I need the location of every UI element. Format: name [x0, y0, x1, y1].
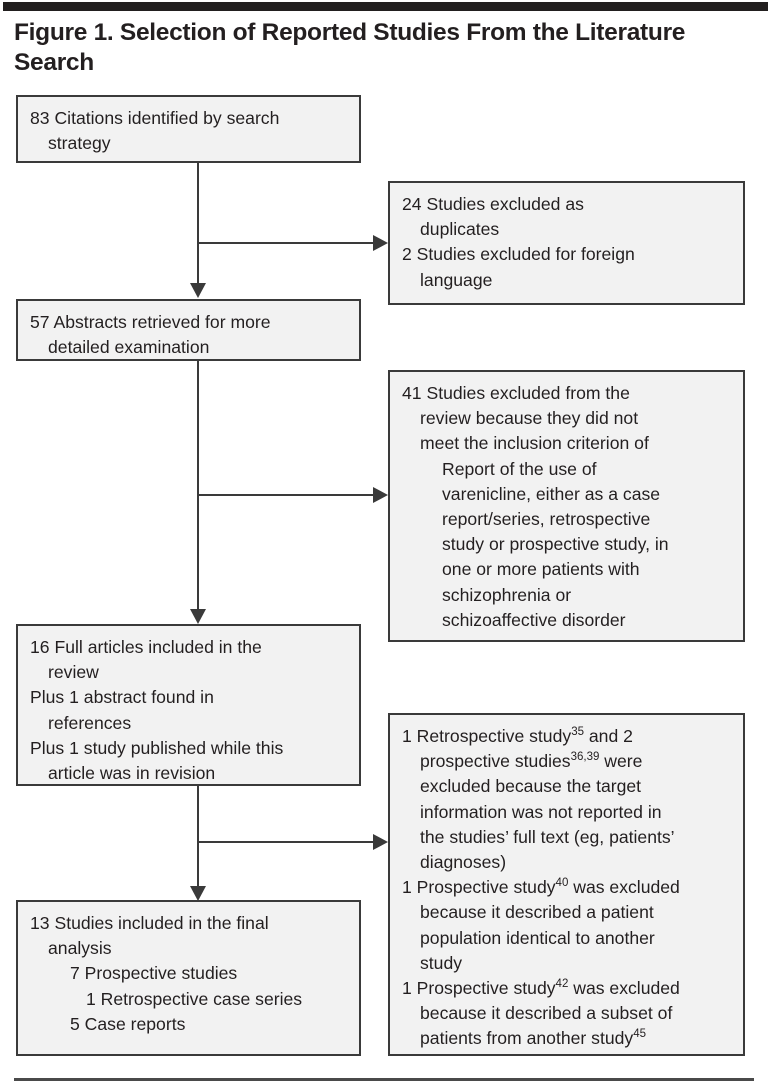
- flow-node-line: 83 Citations identified by search: [30, 108, 280, 128]
- flow-node-line: review: [48, 662, 99, 683]
- flow-node-line: Plus 1 study published while this: [30, 737, 284, 758]
- reference-superscript: 45: [633, 1028, 646, 1041]
- flow-node-line: excluded because the target: [420, 776, 642, 797]
- flow-node-excluded-inclusion-criterion: 41 Studies excluded from the review becau…: [388, 370, 745, 642]
- flow-node-line: diagnoses): [420, 852, 507, 873]
- flow-node-line: patients from another study45: [420, 1028, 646, 1049]
- flow-node-studies-final-analysis: 13 Studies included in the final analysis…: [16, 900, 361, 1056]
- flow-node-line: article was in revision: [48, 763, 216, 784]
- flow-node-abstracts-retrieved: 57 Abstracts retrieved for more detailed …: [16, 299, 361, 361]
- flow-node-line: because it described a patient: [420, 902, 654, 923]
- flow-node-line: detailed examination: [48, 337, 210, 358]
- flow-node-line: language: [420, 269, 493, 290]
- flow-node-line: 7 Prospective studies: [70, 963, 238, 984]
- flow-node-line: review because they did not: [420, 408, 639, 429]
- flow-node-line: 1 Retrospective case series: [86, 988, 303, 1009]
- flow-node-line: prospective studies36,39 were: [420, 751, 643, 772]
- connector-citations-to-abstracts: [197, 163, 199, 283]
- arrowhead-down-to-final-analysis: [190, 886, 206, 901]
- flow-node-line: study or prospective study, in: [442, 534, 669, 555]
- flow-node-line: Plus 1 abstract found in: [30, 687, 214, 708]
- flow-node-line: meet the inclusion criterion of: [420, 433, 649, 454]
- flow-node-line: varenicline, either as a case: [442, 483, 661, 504]
- flow-node-line: 16 Full articles included in the: [30, 637, 262, 657]
- flow-node-line: the studies’ full text (eg, patients’: [420, 826, 675, 847]
- connector-branch-to-excluded-target-info: [197, 841, 375, 843]
- flow-node-line: 41 Studies excluded from the: [402, 383, 630, 403]
- top-divider-rule: [3, 2, 768, 11]
- flow-node-line: 57 Abstracts retrieved for more: [30, 312, 271, 332]
- connector-branch-to-excluded-inclusion: [197, 494, 375, 496]
- arrowhead-right-to-excluded-inclusion: [373, 487, 388, 503]
- bottom-divider-rule: [14, 1078, 754, 1081]
- flow-node-line: schizophrenia or: [442, 584, 572, 605]
- flow-node-line: duplicates: [420, 219, 500, 240]
- flow-node-excluded-duplicates-foreign: 24 Studies excluded as duplicates 2 Studie…: [388, 181, 745, 305]
- flow-node-line: 2 Studies excluded for foreign: [402, 244, 635, 265]
- reference-superscript: 36,39: [570, 751, 600, 764]
- flow-node-line: information was not reported in: [420, 801, 662, 822]
- flow-node-line: analysis: [48, 938, 112, 959]
- figure-title: Figure 1. Selection of Reported Studies …: [14, 19, 686, 76]
- flow-node-line: 1 Prospective study42 was excluded: [402, 978, 680, 999]
- flow-node-line: schizoaffective disorder: [442, 609, 626, 630]
- flow-node-line: references: [48, 712, 132, 733]
- flow-node-line: 1 Retrospective study35 and 2: [402, 726, 633, 746]
- flow-node-excluded-target-info-overlap: 1 Retrospective study35 and 2 prospective…: [388, 713, 745, 1056]
- connector-abstracts-to-full-articles: [197, 361, 199, 609]
- flow-node-line: 24 Studies excluded as: [402, 194, 584, 214]
- flow-node-line: 13 Studies included in the final: [30, 913, 269, 933]
- flow-node-line: because it described a subset of: [420, 1003, 673, 1024]
- reference-superscript: 35: [571, 726, 584, 739]
- flow-node-citations-identified: 83 Citations identified by search strateg…: [16, 95, 361, 163]
- flow-node-line: study: [420, 952, 463, 973]
- reference-superscript: 40: [555, 877, 569, 890]
- arrowhead-down-to-full-articles: [190, 609, 206, 624]
- flow-node-line: population identical to another: [420, 927, 655, 948]
- flow-node-line: one or more patients with: [442, 559, 640, 580]
- flow-node-line: 1 Prospective study40 was excluded: [402, 877, 680, 898]
- connector-branch-to-excluded-duplicates: [197, 242, 375, 244]
- arrowhead-down-to-abstracts: [190, 283, 206, 298]
- arrowhead-right-to-excluded-target-info: [373, 834, 388, 850]
- arrowhead-right-to-excluded-duplicates: [373, 235, 388, 251]
- reference-superscript: 42: [555, 978, 569, 991]
- flow-node-line: strategy: [48, 133, 111, 154]
- flow-node-line: 5 Case reports: [70, 1013, 186, 1034]
- flow-node-line: Report of the use of: [442, 458, 597, 479]
- flow-node-line: report/series, retrospective: [442, 509, 651, 530]
- connector-full-articles-to-final: [197, 786, 199, 886]
